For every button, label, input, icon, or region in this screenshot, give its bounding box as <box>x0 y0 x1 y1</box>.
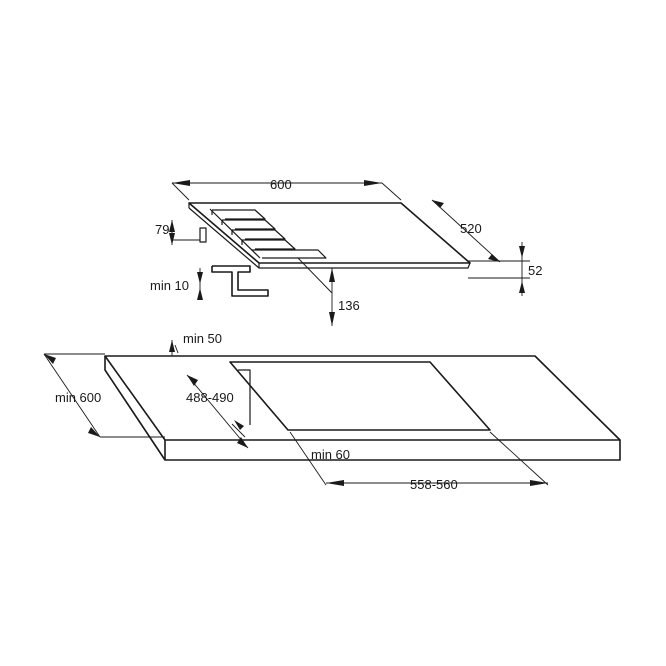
hob-lug <box>199 227 207 243</box>
worktop-front-edge <box>104 356 621 461</box>
hob-plate-edge <box>258 262 471 269</box>
worktop-cutout <box>229 361 491 431</box>
label-min-front: min 60 <box>311 447 350 462</box>
label-min-back: min 50 <box>183 331 222 346</box>
dimension-labels: 600 520 79 52 min 10 136 min 50 min 600 … <box>55 177 542 492</box>
label-cutout-depth: 488-490 <box>186 390 234 405</box>
worktop-top-face <box>104 355 621 441</box>
label-min-clearance: min 10 <box>150 278 189 293</box>
label-depth: 520 <box>460 221 482 236</box>
hob-drawing <box>188 202 471 297</box>
hob-top-plate <box>188 202 471 264</box>
label-cutout-width: 558-560 <box>410 477 458 492</box>
label-spacing: 136 <box>338 298 360 313</box>
label-min-worktop-depth: min 600 <box>55 390 101 405</box>
mounting-bracket <box>211 265 269 297</box>
hob-control-steps <box>211 209 327 259</box>
worktop-drawing <box>104 355 621 461</box>
dimension-lines <box>43 180 549 486</box>
label-width: 600 <box>270 177 292 192</box>
label-height-body: 52 <box>528 263 542 278</box>
label-height-top: 79 <box>155 222 169 237</box>
